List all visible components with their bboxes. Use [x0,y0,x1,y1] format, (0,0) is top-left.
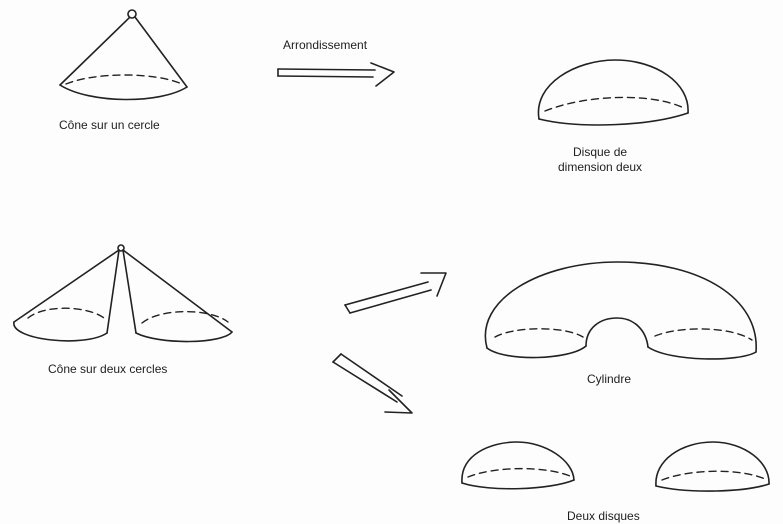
two-disks [462,442,769,491]
arrow-rounding [278,63,394,86]
arrow-to-cylinder [345,273,446,313]
label-cone-two-circles: Cône sur deux cercles [48,362,167,377]
arrow-shaft-top [278,69,375,70]
disk1-base-front [462,480,574,489]
label-cylinder: Cylindre [587,372,631,387]
label-disk-line2: dimension deux [558,160,642,175]
cone2-inner-right-edge [123,250,136,333]
disk1-dome [462,442,574,483]
arrow2-shaft-bottom [350,290,431,313]
cone2-left-base-back [28,308,104,318]
disk-base-back [545,97,684,111]
arrow2-tail [345,305,350,313]
cylinder [485,262,756,359]
cylinder-left-base-back [495,329,583,337]
cone-one-circle [60,10,187,100]
cylinder-inner-arch [586,318,648,347]
cone2-inner-left-edge [107,250,119,333]
cylinder-right-base-back [655,329,752,340]
disk-dome [538,60,688,119]
cylinder-left-base-front [487,346,586,358]
arrow2-shaft-top [345,282,428,305]
cone-base-front [60,85,187,100]
label-two-disks: Deux disques [567,509,640,524]
cone-right-edge [135,17,187,87]
label-cone-one-circle: Cône sur un cercle [59,118,160,133]
arrow3-tail [333,354,341,362]
cone-two-circles [14,245,232,342]
label-disk-line1: Disque de [558,145,642,160]
disk-base-front [539,113,688,125]
cone2-right-base-back [142,312,228,323]
label-disk-dimension-two: Disque de dimension deux [558,145,642,175]
disk-dimension-two [538,60,688,125]
disk2-base-back [662,471,765,480]
cone2-outer-left-edge [14,250,119,322]
cylinder-right-base-front [648,347,756,359]
arrow-to-two-disks [333,354,412,413]
arrow-head [371,63,394,86]
arrow3-shaft-bottom [341,354,402,396]
cylinder-outer-arch [485,262,756,352]
arrow-shaft-bottom [278,76,373,77]
cone-base-back [66,75,182,84]
disk2-base-front [656,484,769,491]
cone2-outer-right-edge [123,250,232,332]
cone2-left-base-front [14,322,107,341]
disk2-dome [656,442,769,486]
arrow3-shaft-top [333,362,397,402]
cone2-right-base-front [136,332,232,342]
label-arrondissement: Arrondissement [283,38,367,53]
disk1-base-back [468,469,570,477]
